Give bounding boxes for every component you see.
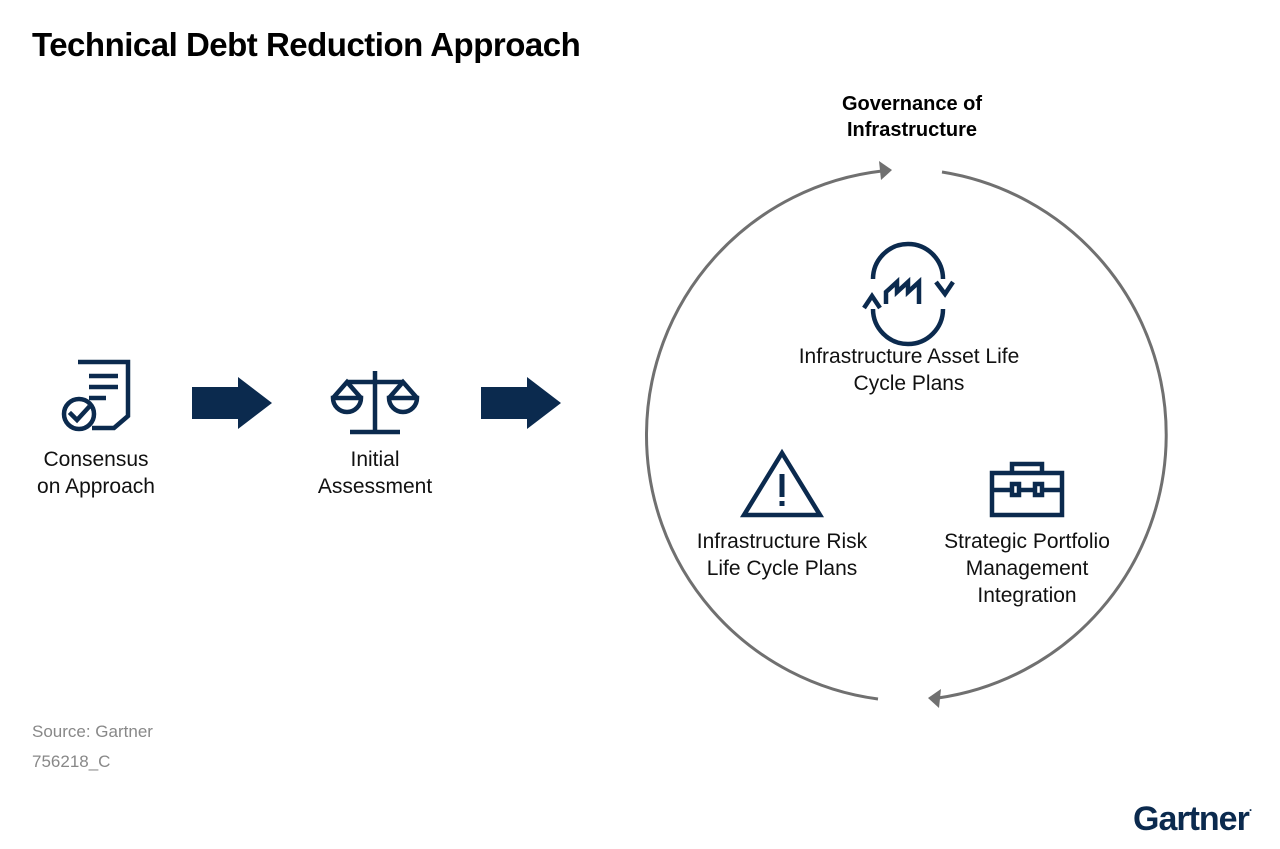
- page-title: Technical Debt Reduction Approach: [32, 26, 581, 63]
- gartner-logo: Gartner.: [1133, 800, 1253, 838]
- cycle-arc-right: [937, 170, 1168, 700]
- flow-arrow-1: [192, 377, 272, 429]
- cycle-arrowhead-bottom: [928, 689, 941, 708]
- cycle-label-risk-plans: Infrastructure Risk Life Cycle Plans: [696, 530, 868, 580]
- cycle-title: Governance of Infrastructure: [841, 93, 983, 141]
- flow-arrow-2: [481, 377, 561, 429]
- balance-scale-icon: [330, 371, 420, 435]
- briefcase-icon: [989, 461, 1065, 518]
- document-id: 756218_C: [32, 752, 111, 771]
- cycle-label-asset-plans: Infrastructure Asset Life Cycle Plans: [798, 345, 1020, 395]
- step-label-initial-assessment: Initial Assessment: [317, 448, 433, 498]
- warning-triangle-icon: [739, 448, 825, 518]
- document-check-icon: [61, 359, 131, 432]
- cycle-label-portfolio: Strategic Portfolio Management Integrati…: [944, 530, 1110, 607]
- factory-cycle-icon: [862, 241, 955, 347]
- source-note: Source: Gartner: [32, 722, 153, 741]
- cycle-arrowhead-top: [879, 161, 892, 180]
- step-label-consensus: Consensus on Approach: [37, 448, 155, 498]
- cycle-arc-left: [645, 169, 883, 701]
